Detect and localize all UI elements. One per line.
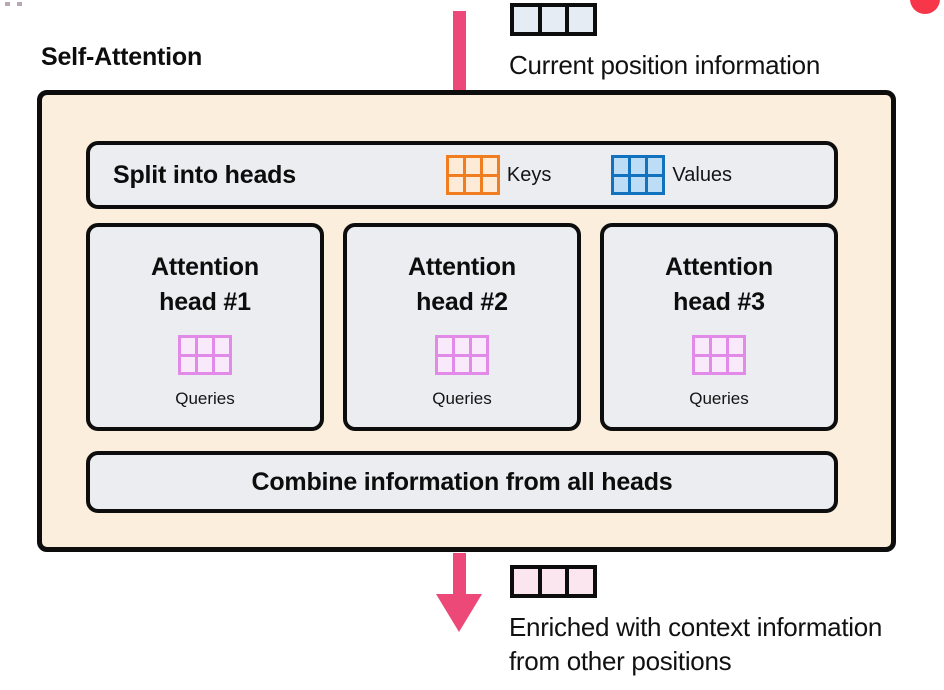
matrix-cell: [482, 176, 497, 192]
vector-cell: [541, 7, 566, 32]
matrix-cell: [482, 158, 497, 174]
matrix-cell: [712, 338, 726, 354]
attention-head-3-title: Attention head #3: [665, 250, 773, 320]
matrix-cell: [181, 356, 195, 372]
queries-matrix-icon: [692, 335, 746, 375]
vector-cell: [514, 7, 538, 32]
attention-head-title-line1: Attention: [408, 253, 516, 281]
vector-cell: [514, 569, 538, 594]
values-matrix-icon: [611, 155, 666, 195]
corner-artifact-speck: [17, 2, 22, 6]
split-into-heads-panel: Split into heads Keys: [86, 141, 838, 209]
attention-head-2-panel: Attention head #2 Queries: [343, 223, 581, 431]
matrix-cell: [614, 158, 629, 174]
queries-matrix-icon: [178, 335, 232, 375]
combine-heads-label: Combine information from all heads: [251, 467, 673, 496]
matrix-cell: [631, 158, 646, 174]
matrix-cell: [729, 356, 743, 372]
self-attention-container: Split into heads Keys: [37, 90, 896, 552]
matrix-cell: [465, 158, 480, 174]
matrix-cell: [472, 356, 486, 372]
keys-matrix-icon: [445, 155, 500, 195]
matrix-cell: [448, 176, 463, 192]
matrix-cell: [472, 338, 486, 354]
attention-head-title-line1: Attention: [151, 253, 259, 281]
queries-label: Queries: [689, 389, 749, 408]
keys-legend-label: Keys: [506, 163, 552, 186]
matrix-cell: [215, 356, 229, 372]
matrix-cell: [695, 338, 709, 354]
matrix-cell: [198, 356, 212, 372]
attention-head-1-panel: Attention head #1 Queries: [86, 223, 324, 431]
queries-label: Queries: [175, 389, 235, 408]
output-caption-line2: from other positions: [509, 646, 732, 676]
matrix-cell: [198, 338, 212, 354]
matrix-cell: [695, 356, 709, 372]
matrix-cell: [631, 176, 646, 192]
output-vector-strip-icon: [510, 565, 597, 598]
matrix-cell: [614, 176, 629, 192]
matrix-cell: [648, 158, 663, 174]
queries-matrix-icon: [435, 335, 489, 375]
attention-head-title-line2: head #1: [159, 288, 251, 316]
matrix-cell: [181, 338, 195, 354]
values-legend-label: Values: [672, 163, 733, 186]
matrix-cell: [648, 176, 663, 192]
attention-head-2-title: Attention head #2: [408, 250, 516, 320]
output-flow-arrow-shaft: [453, 553, 466, 598]
matrix-cell: [438, 338, 452, 354]
vector-cell: [569, 7, 593, 32]
output-caption-line1: Enriched with context information: [509, 612, 883, 642]
combine-heads-panel: Combine information from all heads: [86, 451, 838, 513]
attention-head-title-line2: head #2: [416, 288, 508, 316]
attention-head-title-line1: Attention: [665, 253, 773, 281]
matrix-cell: [729, 338, 743, 354]
corner-artifact-speck: [5, 2, 10, 6]
matrix-cell: [448, 158, 463, 174]
output-caption: Enriched with context information from o…: [509, 610, 882, 678]
matrix-cell: [455, 338, 469, 354]
matrix-cell: [438, 356, 452, 372]
input-vector-strip-icon: [510, 3, 597, 36]
matrix-cell: [215, 338, 229, 354]
attention-head-1-title: Attention head #1: [151, 250, 259, 320]
vector-cell: [541, 569, 566, 594]
output-flow-arrow-head-icon: [436, 594, 482, 632]
attention-head-title-line2: head #3: [673, 288, 765, 316]
matrix-cell: [455, 356, 469, 372]
matrix-cell: [712, 356, 726, 372]
matrix-cell: [465, 176, 480, 192]
queries-label: Queries: [432, 389, 492, 408]
input-caption: Current position information: [509, 50, 820, 80]
attention-head-3-panel: Attention head #3 Queries: [600, 223, 838, 431]
corner-marker-icon: [910, 0, 940, 14]
page-title: Self-Attention: [41, 43, 203, 71]
split-into-heads-label: Split into heads: [113, 160, 296, 189]
input-flow-arrow-shaft: [453, 11, 466, 91]
legend-group: Keys Values: [445, 155, 733, 195]
vector-cell: [569, 569, 593, 594]
